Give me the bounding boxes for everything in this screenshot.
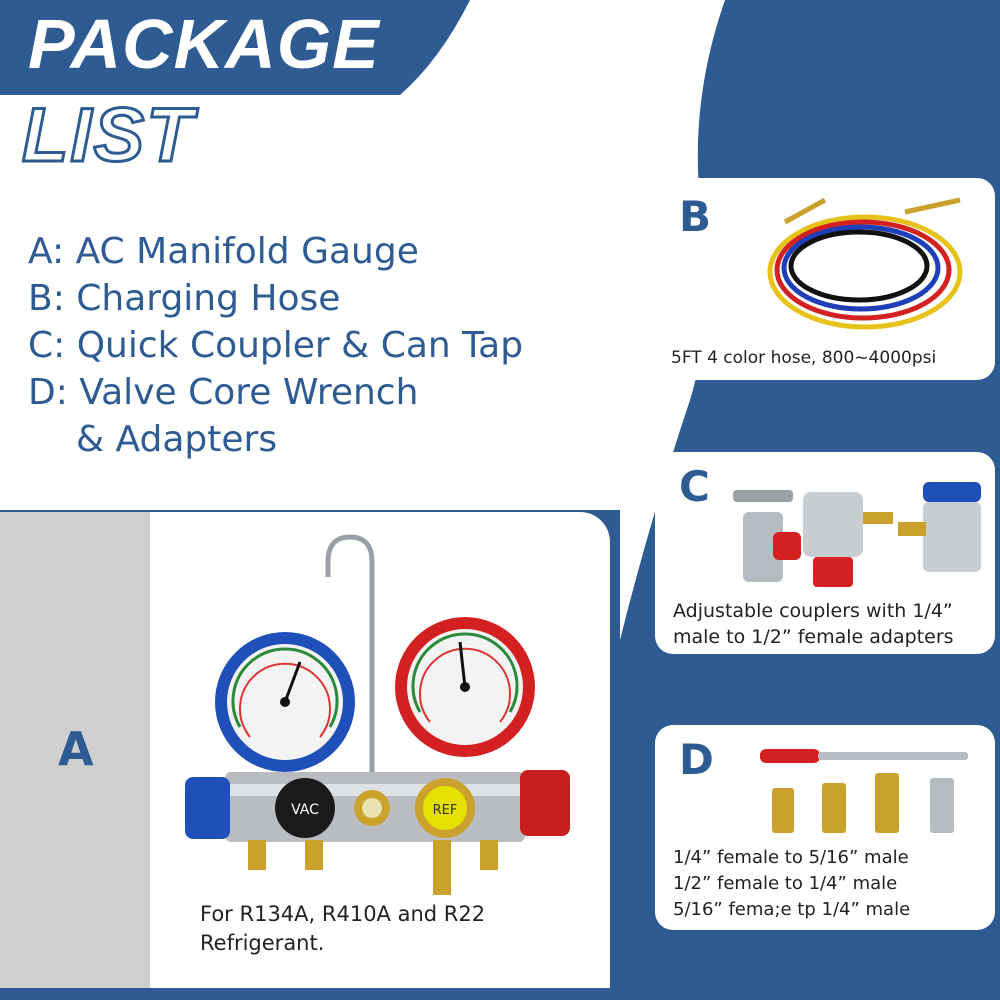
panel-d-caption-line: 1/2” female to 1/4” male: [673, 873, 898, 894]
package-item: C: Quick Coupler & Can Tap: [28, 325, 524, 366]
panel-c: C Adjustable couplers with 1/4” male to …: [655, 452, 995, 654]
quick-coupler-image: [733, 482, 981, 587]
panel-d: D 1/4” female to 5/16” male 1/2” female …: [655, 725, 995, 930]
panel-d-caption: 1/4” female to 5/16” male 1/2” female to…: [673, 845, 910, 923]
package-item-list: A: AC Manifold Gauge B: Charging Hose C:…: [28, 228, 523, 463]
panel-d-caption-line: 1/4” female to 5/16” male: [673, 847, 909, 868]
package-item: A: AC Manifold Gauge: [28, 231, 419, 272]
charging-hose-image: [767, 197, 963, 330]
manifold-gauge-image: VAC REF: [185, 534, 570, 895]
panel-b: B 5FT 4 color hose, 800~4000psi: [655, 178, 995, 380]
panel-b-caption: 5FT 4 color hose, 800~4000psi: [671, 348, 937, 368]
panel-d-letter: D: [679, 735, 714, 784]
panel-c-caption-line: male to 1/2” female adapters: [673, 626, 954, 648]
panel-b-letter: B: [679, 192, 712, 241]
title-package: PACKAGE: [28, 5, 380, 83]
vac-label: VAC: [291, 802, 319, 818]
panel-c-caption: Adjustable couplers with 1/4” male to 1/…: [673, 598, 954, 650]
title-list: LIST: [21, 92, 195, 180]
package-item: & Adapters: [76, 419, 278, 460]
panel-a-caption-line: For R134A, R410A and R22: [200, 902, 486, 926]
panel-a: A VAC REF: [0, 512, 610, 988]
package-item: B: Charging Hose: [28, 278, 341, 319]
panel-d-caption-line: 5/16” fema;e tp 1/4” male: [673, 899, 911, 920]
panel-a-strip: [0, 512, 150, 988]
panel-c-letter: C: [679, 462, 710, 511]
valve-core-wrench-image: [760, 749, 968, 833]
panel-a-caption-line: Refrigerant.: [200, 931, 325, 955]
panel-c-caption-line: Adjustable couplers with 1/4”: [673, 600, 953, 622]
panel-a-caption: For R134A, R410A and R22 Refrigerant.: [200, 900, 485, 958]
package-item: D: Valve Core Wrench: [28, 372, 419, 413]
panel-a-letter: A: [58, 722, 94, 776]
ref-label: REF: [433, 803, 458, 818]
